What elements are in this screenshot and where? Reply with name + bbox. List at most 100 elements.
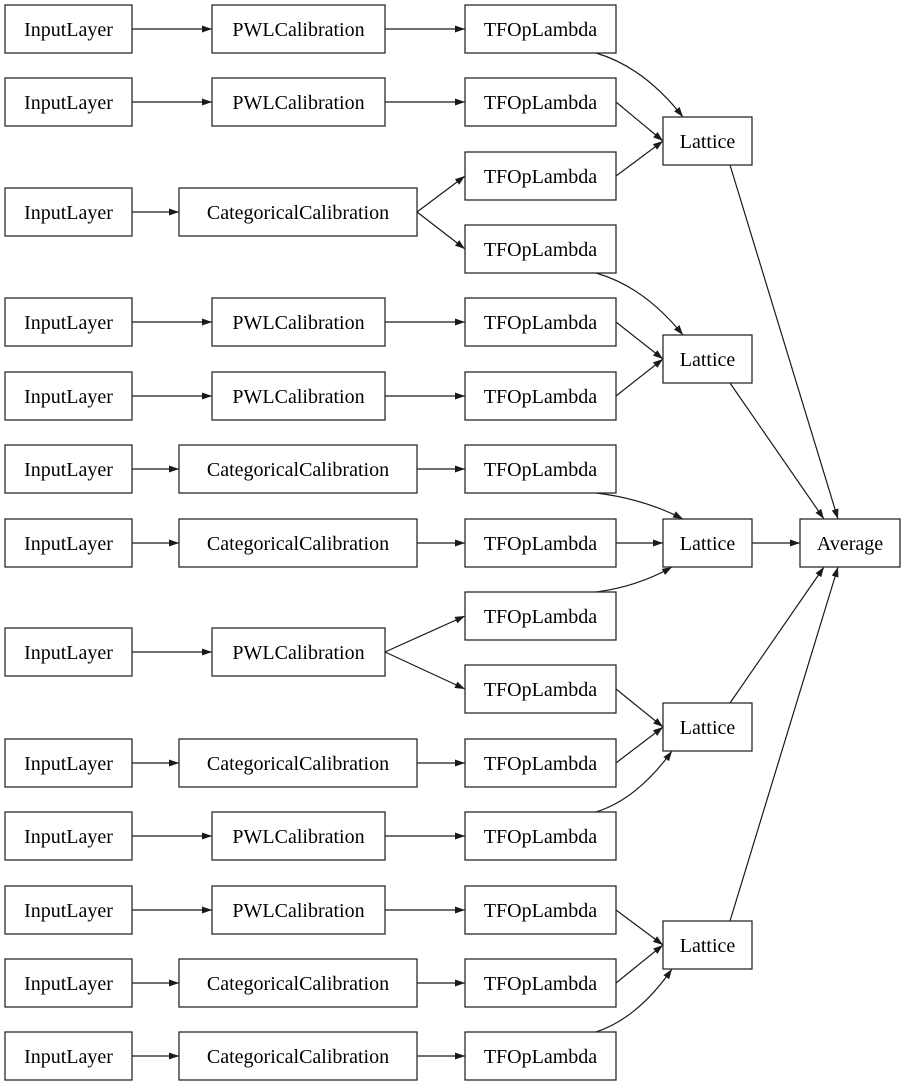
input-layer-label: InputLayer — [24, 312, 113, 334]
lattice-node: Lattice — [662, 920, 753, 970]
average-box — [799, 518, 901, 568]
pwl-calibration-box — [211, 371, 386, 421]
pwl-calibration-label: PWLCalibration — [232, 19, 364, 41]
categorical-calibration-label: CategoricalCalibration — [207, 973, 389, 995]
pwl-calibration-label: PWLCalibration — [232, 312, 364, 334]
tf-op-lambda-node: TFOpLambda — [464, 4, 617, 54]
categorical-calibration-node: CategoricalCalibration — [178, 1031, 418, 1081]
input-layer-label: InputLayer — [24, 92, 113, 114]
categorical-calibration-box — [178, 738, 418, 788]
lattice-label: Lattice — [680, 349, 736, 371]
categorical-calibration-label: CategoricalCalibration — [207, 533, 389, 555]
lattice-box — [662, 920, 753, 970]
lattice-node: Lattice — [662, 116, 753, 166]
tf-op-lambda-box — [464, 224, 617, 274]
lattice-node: Lattice — [662, 334, 753, 384]
edge-cal8-to-tf9 — [384, 615, 466, 653]
tf-op-lambda-box — [464, 518, 617, 568]
edge-tf2-to-lat1 — [615, 101, 664, 142]
edge-tf13-to-lat5 — [615, 909, 664, 946]
edge-tf1-to-lat1 — [595, 52, 684, 118]
tf-op-lambda-node: TFOpLambda — [464, 297, 617, 347]
tf-op-lambda-label: TFOpLambda — [484, 19, 597, 41]
tf-op-lambda-box — [464, 811, 617, 861]
tf-op-lambda-node: TFOpLambda — [464, 224, 617, 274]
categorical-calibration-node: CategoricalCalibration — [178, 738, 418, 788]
input-layer-node: InputLayer — [4, 297, 133, 347]
tf-op-lambda-box — [464, 77, 617, 127]
tf-op-lambda-label: TFOpLambda — [484, 679, 597, 701]
lattice-label: Lattice — [680, 131, 736, 153]
categorical-calibration-box — [178, 444, 418, 494]
tf-op-lambda-label: TFOpLambda — [484, 166, 597, 188]
tf-op-lambda-node: TFOpLambda — [464, 738, 617, 788]
lattice-node: Lattice — [662, 702, 753, 752]
input-layer-node: InputLayer — [4, 738, 133, 788]
input-layer-node: InputLayer — [4, 1031, 133, 1081]
edge-tf7-to-lat3 — [595, 492, 684, 520]
tf-op-lambda-node: TFOpLambda — [464, 77, 617, 127]
edge-lat5-to-avg — [729, 566, 839, 922]
pwl-calibration-node: PWLCalibration — [211, 627, 386, 677]
edge-tf10-to-lat4 — [615, 688, 664, 728]
tf-op-lambda-node: TFOpLambda — [464, 151, 617, 201]
tf-op-lambda-label: TFOpLambda — [484, 900, 597, 922]
tf-op-lambda-label: TFOpLambda — [484, 606, 597, 628]
pwl-calibration-label: PWLCalibration — [232, 900, 364, 922]
pwl-calibration-box — [211, 4, 386, 54]
tf-op-lambda-node: TFOpLambda — [464, 664, 617, 714]
input-layer-node: InputLayer — [4, 627, 133, 677]
tf-op-lambda-label: TFOpLambda — [484, 312, 597, 334]
pwl-calibration-label: PWLCalibration — [232, 826, 364, 848]
categorical-calibration-node: CategoricalCalibration — [178, 958, 418, 1008]
input-layer-label: InputLayer — [24, 973, 113, 995]
tf-op-lambda-node: TFOpLambda — [464, 591, 617, 641]
input-layer-node: InputLayer — [4, 444, 133, 494]
lattice-label: Lattice — [680, 935, 736, 957]
categorical-calibration-box — [178, 518, 418, 568]
input-layer-node: InputLayer — [4, 958, 133, 1008]
categorical-calibration-node: CategoricalCalibration — [178, 518, 418, 568]
edge-tf11-to-lat4 — [615, 726, 664, 764]
lattice-label: Lattice — [680, 533, 736, 555]
categorical-calibration-node: CategoricalCalibration — [178, 444, 418, 494]
lattice-label: Lattice — [680, 717, 736, 739]
pwl-calibration-label: PWLCalibration — [232, 386, 364, 408]
tf-op-lambda-box — [464, 371, 617, 421]
tf-op-lambda-node: TFOpLambda — [464, 1031, 617, 1081]
pwl-calibration-node: PWLCalibration — [211, 77, 386, 127]
edge-lat4-to-avg — [729, 566, 825, 704]
tf-op-lambda-label: TFOpLambda — [484, 239, 597, 261]
tf-op-lambda-label: TFOpLambda — [484, 753, 597, 775]
tf-op-lambda-box — [464, 664, 617, 714]
edges-layer — [132, 25, 839, 1060]
tf-op-lambda-box — [464, 885, 617, 935]
tf-op-lambda-box — [464, 591, 617, 641]
categorical-calibration-label: CategoricalCalibration — [207, 753, 389, 775]
input-layer-node: InputLayer — [4, 4, 133, 54]
input-layer-node: InputLayer — [4, 518, 133, 568]
input-layer-label: InputLayer — [24, 1046, 113, 1068]
pwl-calibration-box — [211, 77, 386, 127]
tf-op-lambda-label: TFOpLambda — [484, 92, 597, 114]
tf-op-lambda-node: TFOpLambda — [464, 885, 617, 935]
nodes-layer: InputLayerInputLayerInputLayerInputLayer… — [4, 4, 901, 1081]
categorical-calibration-node: CategoricalCalibration — [178, 187, 418, 237]
input-layer-label: InputLayer — [24, 753, 113, 775]
input-layer-label: InputLayer — [24, 642, 113, 664]
input-layer-label: InputLayer — [24, 826, 113, 848]
input-layer-box — [4, 187, 133, 237]
tf-op-lambda-label: TFOpLambda — [484, 386, 597, 408]
lattice-node: Lattice — [662, 518, 753, 568]
edge-tf15-to-lat5 — [595, 968, 673, 1033]
input-layer-node: InputLayer — [4, 77, 133, 127]
tf-op-lambda-node: TFOpLambda — [464, 958, 617, 1008]
input-layer-node: InputLayer — [4, 187, 133, 237]
input-layer-label: InputLayer — [24, 202, 113, 224]
tf-op-lambda-box — [464, 4, 617, 54]
pwl-calibration-node: PWLCalibration — [211, 4, 386, 54]
input-layer-box — [4, 297, 133, 347]
input-layer-label: InputLayer — [24, 459, 113, 481]
